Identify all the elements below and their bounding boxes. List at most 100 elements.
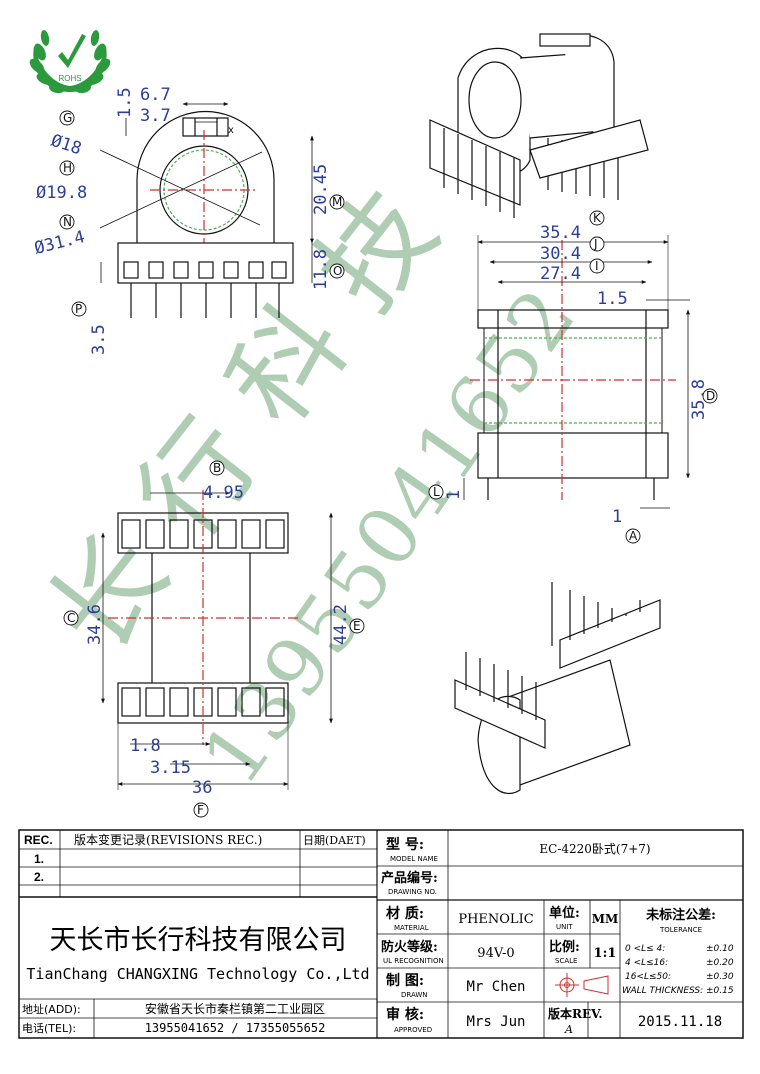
unit-label-en: UNIT: [556, 923, 573, 931]
projection-symbol-icon: [555, 973, 609, 997]
material-value: PHENOLIC: [458, 912, 533, 927]
company-name-cn: 天长市长行科技有限公司: [50, 925, 347, 956]
tag-g: G: [63, 111, 72, 125]
tol-value-2: ±0.20: [706, 958, 734, 968]
model-value: EC-4220卧式(7+7): [539, 842, 650, 856]
dim-3-15: 3.15: [150, 758, 191, 778]
tag-n: N: [63, 215, 72, 229]
model-label-cn: 型 号:: [386, 836, 424, 853]
dim-3-5: 3.5: [89, 324, 109, 355]
tag-i: I: [595, 259, 599, 273]
ul-label-en: UL RECOGNITION: [383, 957, 444, 965]
bobbin-3d-view-top: [429, 33, 649, 218]
model-label-en: MODEL NAME: [390, 855, 438, 863]
drawing-label-en: DRAWING NO.: [388, 888, 437, 896]
bobbin-3d-view-bottom: [454, 582, 661, 795]
tag-e: E: [353, 619, 361, 633]
rev-row-1: 1.: [34, 852, 44, 866]
dim-3-7: 3.7: [140, 106, 171, 126]
tag-circles-bottom: [63, 460, 365, 818]
tag-p: P: [75, 302, 82, 316]
approved-label-cn: 审 核:: [386, 1006, 424, 1023]
approved-label-en: APPROVED: [394, 1026, 432, 1034]
dim-6-7: 6.7: [140, 85, 171, 105]
side-view: [463, 235, 690, 509]
tol-range-1: 0 <L≤ 4:: [625, 944, 665, 954]
dim-20-45: 20.45: [311, 164, 331, 215]
dim-44-2: 44.2: [331, 604, 351, 645]
bottom-view-pins-bottom: [121, 687, 285, 717]
drawn-label-cn: 制 图:: [386, 972, 424, 989]
tag-h: H: [63, 161, 72, 175]
tag-b: B: [213, 461, 221, 475]
dim-d18: Ø18: [48, 131, 83, 160]
dim-d19-8: Ø19.8: [36, 183, 87, 203]
cut-mark-x: x: [228, 125, 234, 136]
material-label-en: MATERIAL: [394, 924, 429, 932]
dim-36: 36: [192, 778, 212, 798]
tag-d: D: [706, 389, 715, 403]
dim-1-8: 1.8: [130, 736, 161, 756]
tol-value-3: ±0.30: [706, 972, 734, 982]
dim-1-l: 1: [444, 490, 464, 500]
front-view-pins: [123, 261, 287, 318]
tol-range-4: WALL THICKNESS:: [622, 986, 703, 996]
tag-circles-front: [59, 110, 345, 317]
rev-row-2: 2.: [34, 870, 44, 884]
approved-value: Mrs Jun: [466, 1014, 525, 1030]
ul-label-cn: 防火等级:: [381, 939, 438, 955]
scale-label-cn: 比例:: [549, 939, 580, 955]
address-label: 地址(ADD):: [22, 1002, 81, 1016]
dim-4-95: 4.95: [203, 483, 244, 503]
material-label-cn: 材 质:: [386, 905, 424, 922]
rev-desc-header: 版本变更记录(REVISIONS REC.): [74, 832, 262, 847]
laurel-wreath-icon: [29, 30, 111, 94]
tag-o: O: [333, 264, 342, 278]
front-view: [99, 102, 314, 318]
tag-j: J: [593, 237, 598, 251]
tol-range-3: 16<L≤50:: [625, 972, 671, 982]
tag-a: A: [629, 529, 638, 543]
tol-value-1: ±0.10: [706, 944, 734, 954]
tag-m: M: [332, 195, 342, 209]
dim-35-4: 35.4: [540, 223, 581, 243]
dim-11-8: 11.8: [311, 249, 331, 290]
scale-label-en: SCALE: [555, 957, 577, 965]
tol-value-4: ±0.15: [706, 986, 734, 996]
checkmark-icon: [58, 34, 86, 68]
scale-value: 1:1: [594, 946, 617, 961]
rohs-logo: ROHS: [29, 30, 111, 94]
dim-d31-4: Ø31.4: [32, 227, 87, 259]
unit-value: MM: [592, 912, 619, 926]
unit-label-cn: 单位:: [549, 905, 580, 921]
rev-date-header: 日期(DAET): [303, 834, 366, 847]
dim-1-5-side: 1.5: [597, 289, 628, 309]
tag-c: C: [67, 611, 75, 625]
bottom-view: [101, 490, 333, 790]
address-value: 安徽省天长市秦栏镇第二工业园区: [145, 1001, 325, 1016]
tolerance-subtitle: TOLERANCE: [659, 926, 702, 934]
tolerance-title: 未标注公差:: [645, 907, 716, 923]
title-block: [18, 829, 744, 1039]
dim-27-4: 27.4: [540, 264, 581, 284]
tol-range-2: 4 <L≤16:: [625, 958, 668, 968]
version-value: A: [564, 1023, 573, 1036]
tel-label: 电话(TEL):: [22, 1022, 76, 1035]
tag-k: K: [593, 211, 602, 225]
dim-35-8: 35.8: [689, 379, 709, 420]
tag-l: L: [433, 485, 440, 499]
drawn-value: Mr Chen: [466, 979, 525, 995]
dim-1-a: 1: [612, 507, 622, 527]
drawing-label-cn: 产品编号:: [381, 870, 438, 886]
drawn-label-en: DRAWN: [401, 991, 428, 999]
date-value: 2015.11.18: [638, 1014, 722, 1030]
ul-value: 94V-0: [477, 946, 514, 961]
tel-value: 13955041652 / 17355055652: [145, 1021, 326, 1035]
version-label: 版本REV.: [548, 1006, 603, 1021]
tag-f: F: [197, 803, 204, 817]
rev-header: REC.: [24, 833, 53, 847]
dim-1-5-front: 1.5: [115, 87, 135, 118]
tag-circles-side: [428, 210, 718, 544]
dim-30-4: 30.4: [540, 244, 581, 264]
